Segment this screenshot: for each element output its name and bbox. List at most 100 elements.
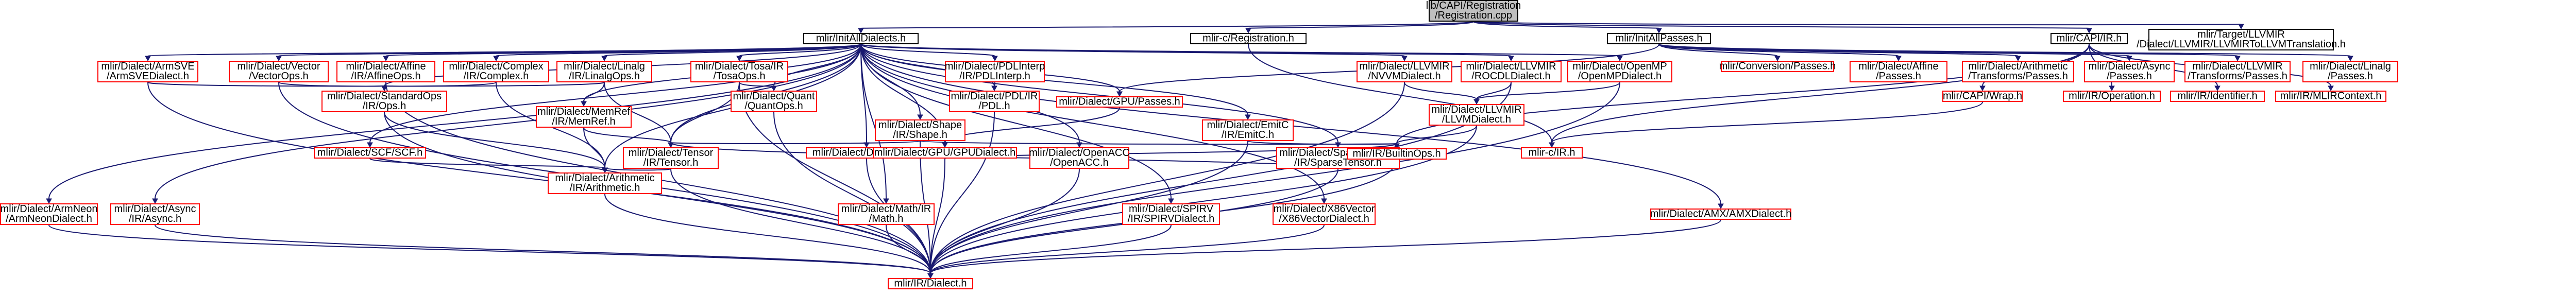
graph-node-mlir-dialect-linalg-ir-linalgops-h[interactable]: mlir/Dialect/Linalg/IR/LinalgOps.h [556,61,652,82]
graph-node-mlir-ir-operation-h[interactable]: mlir/IR/Operation.h [2063,91,2161,102]
graph-node-mlir-c-ir-h[interactable]: mlir-c/IR.h [1521,147,1583,159]
graph-node-mlir-dialect-gpu-passes-h[interactable]: mlir/Dialect/GPU/Passes.h [1056,96,1183,108]
graph-node-mlir-dialect-affine-passes-h[interactable]: mlir/Dialect/Affine/Passes.h [1850,61,1947,82]
edge-arrowhead [2214,85,2221,92]
graph-node-mlir-dialect-standardops-ir-ops-h[interactable]: mlir/Dialect/StandardOps/IR/Ops.h [321,91,447,112]
graph-node-mlir-ir-builtinops-h[interactable]: mlir/IR/BuiltinOps.h [1347,148,1447,160]
edge-line [930,224,1325,274]
node-box [443,61,549,82]
node-label-line: mlir-c/Registration.h [1202,33,1294,44]
graph-node-lib-capi-registration-registration-cpp[interactable]: lib/CAPI/Registration/Registration.cpp [1426,0,1521,22]
graph-node-mlir-dialect-arithmetic-ir-arithmetic-h[interactable]: mlir/Dialect/Arithmetic/IR/Arithmetic.h [548,172,662,194]
graph-node-mlir-dialect-spirv-ir-spirvdialect-h[interactable]: mlir/Dialect/SPIRV/IR/SPIRVDialect.h [1122,203,1220,225]
graph-node-mlir-capi-wrap-h[interactable]: mlir/CAPI/Wrap.h [1942,91,2023,102]
node-label-line: /OpenACC.h [1050,157,1108,168]
edge-initpasses-to-conversionpasses [1658,44,1781,62]
graph-node-mlir-target-llvmir-dialect-llvmir-llvmirtollvmtranslation-h[interactable]: mlir/Target/LLVMIR/Dialect/LLVMIR/LLVMIR… [2137,29,2346,50]
node-label-line: mlir/Conversion/Passes.h [1719,61,1836,72]
edge-line [583,127,605,168]
graph-node-mlir-dialect-openmp-openmpdialect-h[interactable]: mlir/Dialect/OpenMP/OpenMPDialect.h [1567,61,1672,82]
node-label-line: /IR/Tensor.h [643,157,699,168]
graph-node-mlir-initalldialects-h[interactable]: mlir/InitAllDialects.h [803,33,919,44]
node-box [623,147,719,169]
graph-node-mlir-dialect-async-passes-h[interactable]: mlir/Dialect/Async/Passes.h [2084,61,2175,82]
graph-node-mlir-dialect-tensor-ir-tensor-h[interactable]: mlir/Dialect/Tensor/IR/Tensor.h [623,147,719,169]
edge-arrowhead [1508,56,1514,62]
graph-node-mlir-dialect-openacc-openacc-h[interactable]: mlir/Dialect/OpenACC/OpenACC.h [1029,147,1130,169]
edge-arrowhead [1116,91,1123,97]
node-box [2275,91,2386,102]
node-label-line: /NVVMDialect.h [1368,71,1440,82]
edge-line [604,194,931,274]
graph-node-mlir-initallpasses-h[interactable]: mlir/InitAllPasses.h [1607,33,1711,44]
edge-line [860,44,1512,57]
edge-line [1551,101,1983,143]
node-box [97,61,198,82]
graph-node-mlir-dialect-llvmir-rocdldialect-h[interactable]: mlir/Dialect/LLVMIR/ROCDLDialect.h [1461,61,1562,82]
node-box [1429,0,1518,22]
graph-node-mlir-dialect-pdl-ir-pdl-h[interactable]: mlir/Dialect/PDL/IR/PDL.h [949,91,1040,112]
graph-node-mlir-dialect-x86vector-x86vectordialect-h[interactable]: mlir/Dialect/X86Vector/X86VectorDialect.… [1273,203,1376,225]
node-label-line: mlir/Dialect/Math/IR [841,203,931,215]
edge-arrowhead [1718,203,1724,210]
graph-node-mlir-dialect-amx-amxdialect-h[interactable]: mlir/Dialect/AMX/AMXDialect.h [1650,209,1792,220]
graph-node-mlir-dialect-affine-ir-affineops-h[interactable]: mlir/Dialect/Affine/IR/AffineOps.h [336,61,435,82]
graph-node-mlir-capi-ir-h[interactable]: mlir/CAPI/IR.h [2050,33,2128,44]
graph-node-mlir-dialect-pdlinterp-ir-pdlinterp-h[interactable]: mlir/Dialect/PDLInterp/IR/PDLInterp.h [945,61,1045,82]
edge-line [930,224,1172,274]
edge-arrowhead [917,114,923,120]
edge-registration-to-mlircir [1248,44,1555,148]
edge-arrowhead [381,85,387,92]
edge-arrowhead [668,142,674,148]
node-label-line: mlir/Target/LLVMIR [2197,29,2285,40]
node-label-line: /IR/Async.h [129,213,181,224]
graph-node-mlir-ir-mlircontext-h[interactable]: mlir/IR/MLIRContext.h [2275,91,2386,102]
graph-node-mlir-dialect-gpu-gpudialect-h[interactable]: mlir/Dialect/GPU/GPUDialect.h [873,147,1017,159]
graph-node-mlir-dialect-linalg-passes-h[interactable]: mlir/Dialect/Linalg/Passes.h [2302,61,2398,82]
node-label-line: /IR/AffineOps.h [351,71,420,82]
edge-initall-to-pdlinterp [860,44,998,62]
graph-node-mlir-conversion-passes-h[interactable]: mlir/Conversion/Passes.h [1719,61,1836,72]
graph-node-mlir-ir-identifier-h[interactable]: mlir/IR/Identifier.h [2170,91,2265,102]
edge-arrowhead [1245,114,1251,120]
graph-node-mlir-dialect-llvmir-nvvmdialect-h[interactable]: mlir/Dialect/LLVMIR/NVVMDialect.h [1357,61,1452,82]
node-label-line: /ArmNeonDialect.h [6,213,92,224]
edge-arrowhead [992,56,998,62]
edge-arrowhead [736,56,742,62]
node-label-line: /IR/Shape.h [893,129,947,141]
edge-initall-to-spirv [860,44,1174,204]
graph-node-mlir-ir-dialect-h[interactable]: mlir/IR/Dialect.h [888,278,973,289]
edge-line [930,168,1080,274]
graph-node-mlir-dialect-vector-vectorops-h[interactable]: mlir/Dialect/Vector/VectorOps.h [229,61,329,82]
graph-node-mlir-dialect-shape-ir-shape-h[interactable]: mlir/Dialect/Shape/IR/Shape.h [875,119,965,141]
node-label-line: mlir/Dialect/Linalg [2310,61,2391,72]
graph-node-mlir-dialect-complex-ir-complex-h[interactable]: mlir/Dialect/Complex/IR/Complex.h [443,61,549,82]
edge-line [860,44,887,199]
node-label-line: mlir/Dialect/PDL/IR [951,91,1038,102]
edge-standardops-to-irdialect [384,112,934,279]
node-label-line: /Passes.h [2107,71,2152,82]
node-label-line: /Registration.cpp [1435,10,1512,21]
graph-node-mlir-dialect-async-ir-async-h[interactable]: mlir/Dialect/Async/IR/Async.h [110,203,200,225]
graph-node-mlir-dialect-armsve-armsvedialect-h[interactable]: mlir/Dialect/ArmSVE/ArmSVEDialect.h [97,61,198,82]
graph-node-mlir-c-registration-h[interactable]: mlir-c/Registration.h [1190,33,1307,44]
node-label-line: mlir/Dialect/Shape [878,119,962,131]
graph-node-mlir-dialect-armneon-armneondialect-h[interactable]: mlir/Dialect/ArmNeon/ArmNeonDialect.h [0,203,98,225]
edge-arrowhead [383,56,389,62]
graph-node-mlir-dialect-arithmetic-transforms-passes-h[interactable]: mlir/Dialect/Arithmetic/Transforms/Passe… [1962,61,2074,82]
node-label-line: mlir/Dialect/Vector [237,61,320,72]
graph-node-mlir-dialect-math-ir-math-h[interactable]: mlir/Dialect/Math/IR/Math.h [838,203,935,225]
node-label-line: mlir/Dialect/StandardOps [327,91,442,102]
node-label-line: /ROCDLDialect.h [1471,71,1550,82]
graph-node-mlir-dialect-scf-scf-h[interactable]: mlir/Dialect/SCF/SCF.h [314,147,426,159]
graph-node-mlir-dialect-memref-ir-memref-h[interactable]: mlir/Dialect/MemRef/IR/MemRef.h [536,106,632,128]
graph-node-mlir-dialect-llvmir-transforms-passes-h[interactable]: mlir/Dialect/LLVMIR/Transforms/Passes.h [2184,61,2291,82]
graph-node-mlir-dialect-quant-quantops-h[interactable]: mlir/Dialect/Quant/QuantOps.h [731,91,817,112]
edge-line [1248,21,1474,29]
node-label-line: mlir/Dialect/SCF/SCF.h [317,147,422,159]
graph-node-mlir-dialect-emitc-ir-emitc-h[interactable]: mlir/Dialect/EmitC/IR/EmitC.h [1202,119,1294,141]
graph-node-mlir-dialect-llvmir-llvmdialect-h[interactable]: mlir/Dialect/LLVMIR/LLVMDialect.h [1429,104,1524,126]
graph-node-mlir-dialect-tosa-ir-tosaops-h[interactable]: mlir/Dialect/Tosa/IR/TosaOps.h [690,61,788,82]
edge-line [773,112,931,274]
edge-line [1476,82,1620,100]
